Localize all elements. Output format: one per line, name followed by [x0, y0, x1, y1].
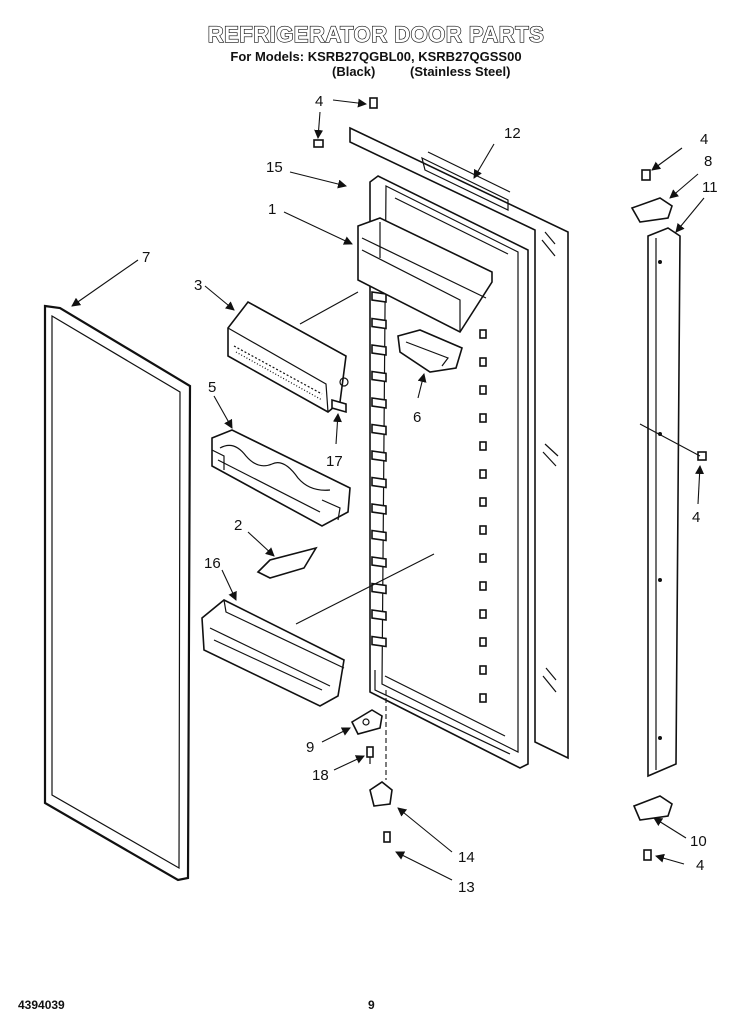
liner-rib — [371, 450, 387, 462]
liner-stud — [479, 553, 487, 563]
part-16-bin — [201, 599, 345, 707]
liner-stud — [479, 497, 487, 507]
callout-1: 1 — [268, 201, 276, 218]
liner-rib — [371, 291, 387, 303]
liner-rib — [371, 582, 387, 595]
callout-4-top-screw: 4 — [315, 93, 323, 110]
liner-stud — [479, 469, 487, 479]
part-10-bottom-hinge — [632, 795, 673, 821]
callout-7: 7 — [142, 249, 150, 266]
screw-icon — [313, 139, 324, 148]
screw-icon — [697, 451, 707, 461]
callout-16: 16 — [204, 555, 221, 572]
callout-4-right-bottom: 4 — [696, 857, 704, 874]
liner-stud — [479, 413, 487, 423]
callout-13: 13 — [458, 879, 475, 896]
callout-10: 10 — [690, 833, 707, 850]
part-17-clip — [331, 398, 347, 414]
liner-rib — [371, 344, 387, 356]
part-13-screw — [383, 831, 391, 843]
liner-rib — [371, 609, 387, 621]
liner-rib — [371, 317, 387, 330]
liner-stud — [479, 357, 487, 367]
dispenser-housing — [357, 217, 493, 334]
part-9-hinge — [350, 709, 383, 735]
part-8-top-hinge — [630, 169, 673, 223]
door-gasket — [43, 304, 192, 882]
liner-shelf-ribs — [371, 291, 387, 648]
callout-3: 3 — [194, 277, 202, 294]
callout-4-right-mid: 4 — [692, 509, 700, 526]
liner-stud — [479, 581, 487, 591]
page-title: REFRIGERATOR DOOR PARTS — [207, 21, 545, 47]
callout-8: 8 — [704, 153, 712, 170]
liner-rib — [371, 556, 387, 568]
part-5-tray — [211, 429, 351, 527]
callout-12: 12 — [504, 125, 521, 142]
liner-rib — [371, 397, 387, 409]
callout-11: 11 — [702, 179, 718, 196]
callout-4-right-top: 4 — [700, 131, 708, 148]
callout-18: 18 — [312, 767, 329, 784]
part-11-trim-strip — [647, 227, 681, 778]
liner-stud — [479, 525, 487, 535]
liner-stud — [479, 441, 487, 451]
part-3-cover — [227, 300, 349, 413]
liner-stud — [479, 609, 487, 619]
liner-stud — [479, 637, 487, 647]
liner-rib — [371, 370, 387, 383]
callout-2: 2 — [234, 517, 242, 534]
page-number: 9 — [368, 998, 375, 1012]
liner-stud — [479, 693, 487, 703]
document-number: 4394039 — [18, 998, 65, 1012]
liner-rib — [371, 635, 387, 648]
finish-stainless-label: (Stainless Steel) — [410, 64, 511, 79]
leader-lines — [71, 98, 705, 881]
callout-5: 5 — [208, 379, 216, 396]
liner-rib — [371, 503, 387, 515]
part-14-hinge-block — [369, 781, 393, 807]
screw-icon — [369, 97, 378, 109]
door-liner — [369, 175, 529, 769]
part-18-screw — [366, 746, 374, 764]
callout-14: 14 — [458, 849, 475, 866]
liner-rib — [371, 476, 387, 489]
finish-black-label: (Black) — [332, 64, 376, 79]
liner-stud — [479, 665, 487, 675]
model-numbers: For Models: KSRB27QGBL00, KSRB27QGSS00 — [230, 49, 522, 64]
liner-rib — [371, 423, 387, 436]
callout-6: 6 — [413, 409, 421, 426]
part-2-clip — [256, 546, 318, 579]
door-outer-panel — [349, 126, 569, 760]
part-6-holder — [397, 329, 463, 373]
callout-17: 17 — [326, 453, 343, 470]
liner-rib — [371, 529, 387, 542]
callout-15: 15 — [266, 159, 283, 176]
liner-right-studs — [479, 329, 487, 703]
callout-9: 9 — [306, 739, 314, 756]
liner-stud — [479, 385, 487, 395]
screw-icon — [643, 849, 652, 861]
liner-stud — [479, 329, 487, 339]
